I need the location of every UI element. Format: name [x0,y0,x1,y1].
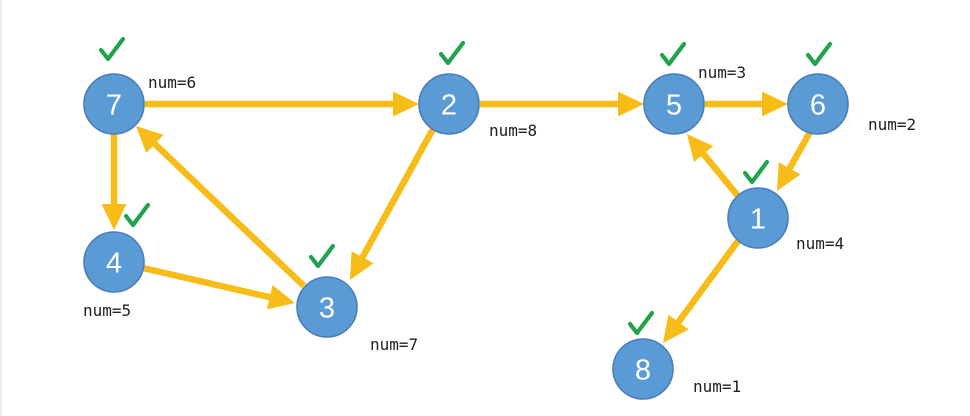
edge-2-to-3-arrowhead-icon [350,251,374,280]
node-4 [83,231,145,293]
edges-layer [101,91,813,343]
edge-4-to-3 [142,264,273,301]
node-2-check-icon [438,40,466,66]
check-icons-layer [98,36,833,336]
num-labels-layer: num=6 num=8 num=3 num=2 num=4 num=5 num=7 num=1 [83,63,916,396]
edge-1-to-5-arrowhead-icon [687,134,714,163]
node-3-label: 3 [319,292,335,324]
edge-1-to-5 [699,150,741,199]
node-8 [612,338,674,400]
edge-1-to-8-arrowhead-icon [663,314,689,343]
node-6-num-label: num=2 [868,115,916,134]
frame-left-edge [0,0,2,416]
node-7-label: 7 [106,89,122,121]
edge-6-to-1 [785,130,813,172]
nodes-layer: 7 2 5 6 1 4 3 8 [83,73,849,400]
edge-2-to-5-arrowhead-icon [618,91,644,117]
edge-4-to-3-arrowhead-icon [266,284,295,310]
node-4-num-label: num=5 [83,301,131,320]
edge-3-to-7-arrowhead-icon [136,126,164,153]
edge-7-to-4-arrowhead-icon [101,204,127,230]
node-5-label: 5 [666,89,682,121]
node-1-check-icon [742,159,770,185]
node-7-check-icon [98,36,126,62]
node-1-label: 1 [750,203,766,235]
node-1 [727,187,789,249]
node-4-label: 4 [106,247,122,279]
edge-2-to-3 [358,127,436,261]
node-4-check-icon [123,202,151,228]
edge-5-to-6-arrowhead-icon [762,91,788,117]
node-3 [296,276,358,338]
edge-6-to-1-arrowhead-icon [777,162,801,191]
edge-3-to-7 [151,140,307,289]
node-5-check-icon [659,41,687,67]
edge-1-to-8 [674,239,741,326]
node-8-check-icon [627,310,655,336]
node-7 [83,73,145,135]
node-2-label: 2 [441,89,457,121]
node-5 [643,73,705,135]
node-8-label: 8 [635,354,651,386]
node-6-label: 6 [810,89,826,121]
node-6 [787,73,849,135]
edge-7-to-2-arrowhead-icon [393,91,419,117]
node-3-check-icon [308,243,336,269]
node-2-num-label: num=8 [489,121,537,140]
node-8-num-label: num=1 [693,377,741,396]
node-2 [418,73,480,135]
node-5-num-label: num=3 [698,63,746,82]
node-1-num-label: num=4 [796,234,844,253]
node-7-num-label: num=6 [148,73,196,92]
node-6-check-icon [805,41,833,67]
node-3-num-label: num=7 [370,335,418,354]
